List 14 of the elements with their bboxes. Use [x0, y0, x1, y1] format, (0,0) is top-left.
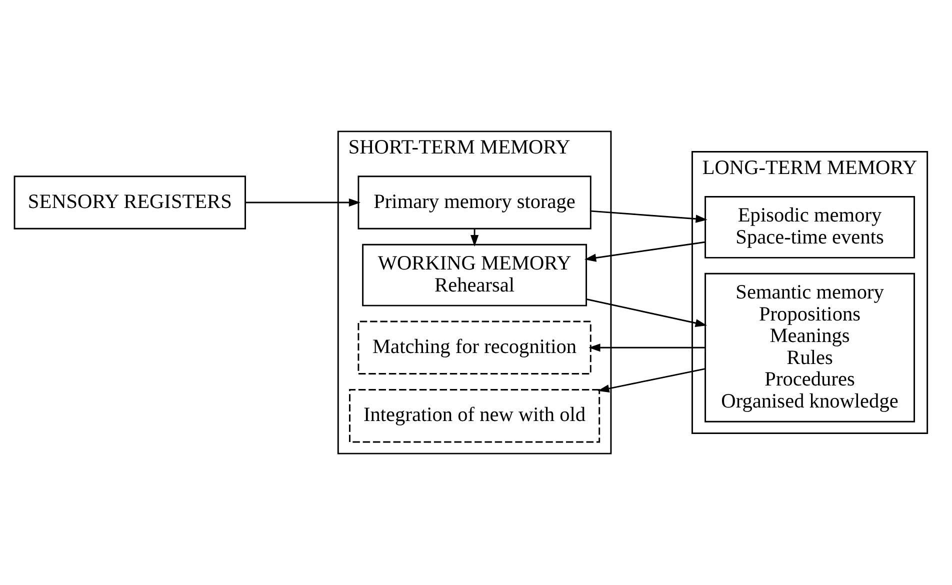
node-box: Semantic memory Propositions Meanings Rules Procedures Organised knowledge	[704, 272, 915, 422]
node-box: Episodic memory Space-time events	[704, 196, 915, 258]
arrow	[584, 241, 705, 262]
node-box: Primary memory storage	[358, 176, 592, 230]
arrow	[588, 344, 706, 352]
arrow	[590, 210, 708, 223]
arrow	[598, 368, 706, 393]
node-box: Integration of new with old	[349, 389, 600, 443]
arrow	[586, 298, 708, 328]
arrow	[246, 198, 361, 207]
arrow	[470, 228, 479, 247]
node-box: Matching for recognition	[358, 320, 592, 374]
node-box: SENSORY REGISTERS	[14, 176, 246, 230]
node-box: WORKING MEMORY Rehearsal	[362, 244, 588, 306]
